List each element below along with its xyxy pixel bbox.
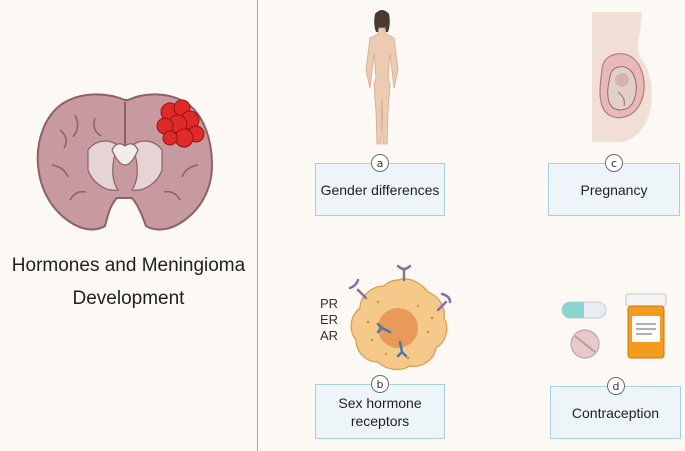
panel-label: Pregnancy bbox=[580, 181, 648, 198]
pill-bottle-icon bbox=[625, 293, 667, 359]
diagram-title-line2: Development bbox=[72, 288, 185, 309]
panel-badge-b: b bbox=[371, 375, 389, 393]
brain-tumor-icon bbox=[36, 93, 214, 231]
panel-divider bbox=[257, 0, 258, 451]
panel-sex-hormone-receptors: Sex hormone receptors bbox=[315, 384, 445, 439]
panel-badge-c: c bbox=[605, 154, 623, 172]
hormone-cell-icon bbox=[348, 264, 452, 371]
panel-badge-a: a bbox=[371, 154, 389, 172]
diagram-title-line1: Hormones and Meningioma bbox=[11, 255, 246, 276]
pill-icon bbox=[561, 301, 607, 359]
pregnancy-icon bbox=[592, 12, 652, 142]
receptor-label-pr: PR bbox=[320, 296, 339, 311]
female-figure-icon bbox=[365, 10, 399, 145]
receptor-label-er: ER bbox=[320, 312, 339, 327]
panel-label: Gender differences bbox=[320, 181, 440, 198]
receptor-label-ar: AR bbox=[320, 328, 339, 343]
panel-label: Sex hormone receptors bbox=[338, 394, 422, 429]
panel-label: Contraception bbox=[571, 404, 660, 421]
panel-badge-d: d bbox=[607, 377, 625, 395]
